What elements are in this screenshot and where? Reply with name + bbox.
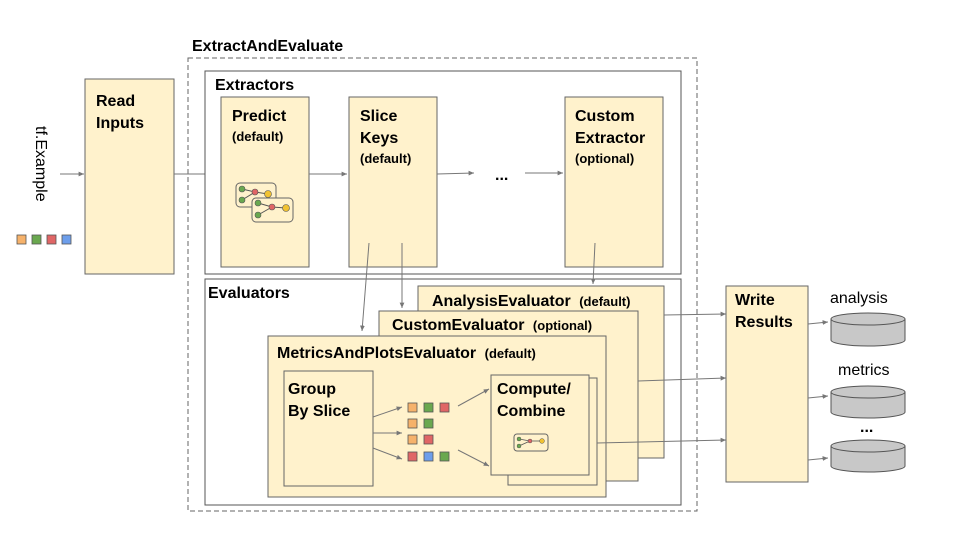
- evaluators-title: Evaluators: [208, 285, 290, 302]
- compute-combine-line-2: Combine: [497, 403, 566, 420]
- read-inputs-box: [84, 78, 175, 275]
- metrics-database-icon: [830, 385, 906, 419]
- slice-keys-line-2: Keys: [360, 130, 398, 147]
- extract-and-evaluate-container: [187, 57, 698, 512]
- write-to-more-arrow: [807, 456, 829, 461]
- group-by-slice-line-2: By Slice: [288, 403, 350, 420]
- analysis-to-write-arrow: [663, 311, 727, 317]
- slice-keys-line-1: Slice: [360, 108, 397, 125]
- input-square: [31, 234, 42, 245]
- analysis-evaluator-label: AnalysisEvaluator (default): [432, 293, 630, 310]
- metrics-evaluator-note: (default): [485, 346, 536, 361]
- input-square: [61, 234, 72, 245]
- group-arrow-3: [372, 447, 403, 460]
- metrics-evaluator-label: MetricsAndPlotsEvaluator (default): [277, 345, 536, 362]
- slice-to-metrics-arrow: [360, 242, 370, 332]
- model-graph-icon: [235, 182, 294, 223]
- combiner-graph-icon: [513, 433, 549, 452]
- slice-keys-extractor-box: [348, 96, 438, 268]
- metrics-to-write-arrow: [596, 437, 727, 444]
- custom-extractor-line-1: Custom: [575, 108, 635, 125]
- predict-title: Predict: [232, 108, 287, 125]
- extract-and-evaluate-title: ExtractAndEvaluate: [192, 38, 343, 55]
- analysis-evaluator-note: (default): [579, 294, 630, 309]
- output-label-analysis: analysis: [830, 290, 888, 307]
- squares-to-compute-arrow-1: [457, 388, 490, 407]
- predict-extractor-box: [220, 96, 310, 268]
- write-results-line-1: Write: [735, 292, 775, 309]
- custom-evaluator-name: CustomEvaluator: [392, 317, 524, 334]
- group-arrow-1: [372, 406, 403, 418]
- compute-combine-box: [490, 374, 590, 476]
- custom-evaluator-label: CustomEvaluator (optional): [392, 317, 592, 334]
- read-inputs-line-1: Read: [96, 93, 135, 110]
- more-database-icon: [830, 439, 906, 473]
- custom-evaluator-note: (optional): [533, 318, 592, 333]
- analysis-database-icon: [830, 312, 906, 347]
- group-by-slice-line-1: Group: [288, 381, 336, 398]
- custom-eval-to-write-arrow: [637, 375, 727, 382]
- read-inputs-line-2: Inputs: [96, 115, 144, 132]
- custom-extractor-line-2: Extractor: [575, 130, 645, 147]
- predict-note: (default): [232, 129, 283, 144]
- group-by-slice-box: [283, 370, 374, 487]
- slice-to-ellipsis-arrow: [436, 170, 475, 176]
- output-label-metrics: metrics: [838, 362, 890, 379]
- output-label-more: ...: [860, 419, 873, 436]
- sliced-data-squares: [407, 402, 450, 462]
- write-to-analysis-arrow: [807, 320, 829, 325]
- custom-extractor-box: [564, 96, 664, 268]
- write-results-line-2: Results: [735, 314, 793, 331]
- squares-to-compute-arrow-2: [457, 449, 490, 467]
- custom-extractor-note: (optional): [575, 151, 634, 166]
- write-to-metrics-arrow: [807, 394, 829, 399]
- input-label: tf.Example: [32, 126, 49, 202]
- slice-keys-note: (default): [360, 151, 411, 166]
- input-squares: [16, 234, 72, 245]
- compute-combine-line-1: Compute/: [497, 381, 571, 398]
- input-square: [16, 234, 27, 245]
- write-results-box: [725, 285, 809, 483]
- extractors-title: Extractors: [215, 77, 294, 94]
- metrics-evaluator-name: MetricsAndPlotsEvaluator: [277, 345, 476, 362]
- extractors-ellipsis: ...: [495, 167, 508, 184]
- analysis-evaluator-name: AnalysisEvaluator: [432, 293, 571, 310]
- custom-extractor-to-analysis-arrow: [590, 242, 596, 285]
- input-square: [46, 234, 57, 245]
